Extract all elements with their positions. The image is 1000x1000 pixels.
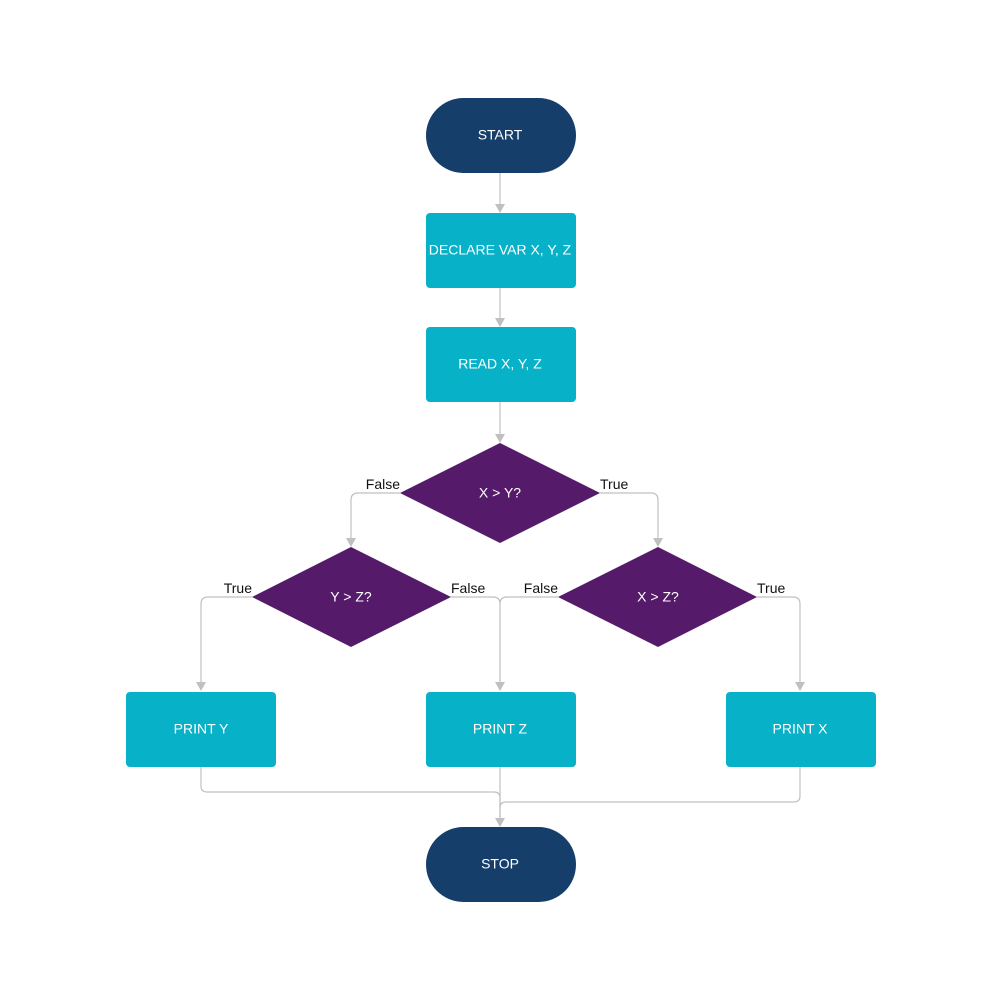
arrowhead [346,538,356,547]
arrowhead [495,818,505,827]
node-x-gt-z[interactable]: X > Z? [558,547,757,647]
edge-print-x-to-stop [499,767,801,809]
arrowhead [795,682,805,691]
node-print-z[interactable]: PRINT Z [426,692,576,767]
node-declare[interactable]: DECLARE VAR X, Y, Z [426,213,576,288]
edge-x-gt-y-false-to-y-gt-z [350,492,400,539]
node-x-gt-y[interactable]: X > Y? [400,443,600,543]
edge-labels: False True True False False True [224,476,786,596]
edge-label-y-gt-z-false: False [451,580,485,596]
node-print-z-label: PRINT Z [473,721,528,737]
arrowhead [495,682,505,691]
edge-label-x-gt-z-true: True [757,580,785,596]
node-start-label: START [478,127,523,143]
edge-x-gt-z-false-to-print-z [499,596,558,605]
node-declare-label: DECLARE VAR X, Y, Z [429,242,572,258]
node-print-y[interactable]: PRINT Y [126,692,276,767]
node-start[interactable]: START [426,98,576,173]
arrowhead [196,682,206,691]
arrowhead [653,538,663,547]
connectors [196,173,805,827]
terminal-shape [426,98,576,173]
node-print-x[interactable]: PRINT X [726,692,876,767]
process-shape [426,213,576,288]
process-shape [726,692,876,767]
process-shape [426,692,576,767]
arrowhead [495,434,505,443]
edge-x-gt-y-true-to-x-gt-z [600,492,659,539]
edge-y-gt-z-true-to-print-y [200,596,252,683]
edge-x-gt-z-true-to-print-x [757,596,801,683]
node-print-y-label: PRINT Y [174,721,229,737]
node-x-gt-y-label: X > Y? [479,485,521,501]
node-read-label: READ X, Y, Z [458,356,542,372]
edge-label-x-gt-z-false: False [524,580,558,596]
decision-shape [400,443,600,543]
decision-shape [558,547,757,647]
edge-label-x-gt-y-true: True [600,476,628,492]
arrowhead [495,204,505,213]
process-shape [126,692,276,767]
arrowhead [495,318,505,327]
node-y-gt-z-label: Y > Z? [330,589,372,605]
edge-print-y-to-stop [200,767,501,819]
node-x-gt-z-label: X > Z? [637,589,679,605]
node-stop[interactable]: STOP [426,827,576,902]
process-shape [426,327,576,402]
node-print-x-label: PRINT X [773,721,829,737]
edge-label-y-gt-z-true: True [224,580,252,596]
node-stop-label: STOP [481,856,519,872]
node-read[interactable]: READ X, Y, Z [426,327,576,402]
decision-shape [252,547,451,647]
node-y-gt-z[interactable]: Y > Z? [252,547,451,647]
terminal-shape [426,827,576,902]
edge-label-x-gt-y-false: False [366,476,400,492]
nodes: START DECLARE VAR X, Y, Z READ X, Y, Z X… [126,98,876,902]
edge-y-gt-z-false-to-print-z [451,596,501,683]
